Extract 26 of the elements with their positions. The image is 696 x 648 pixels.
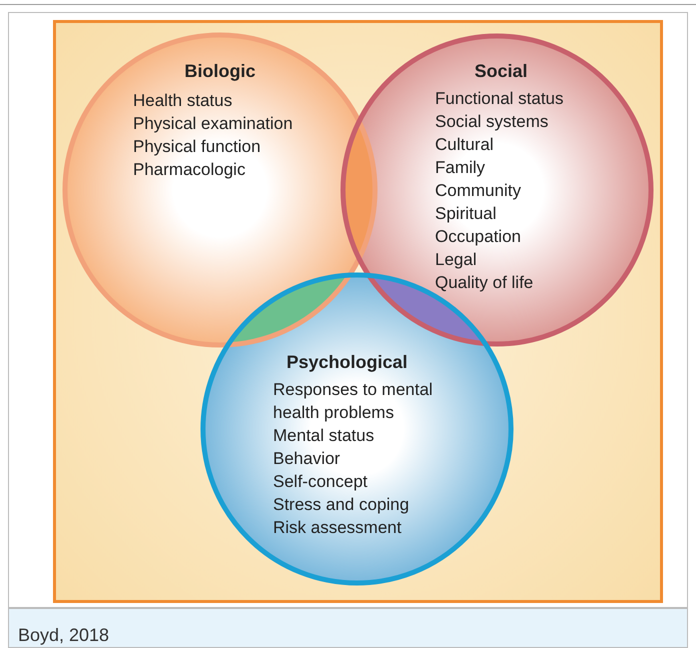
list-item: Community xyxy=(435,180,521,202)
list-item: Health status xyxy=(133,90,232,112)
list-item: Quality of life xyxy=(435,272,534,294)
venn-circle xyxy=(340,33,654,347)
circle-heading: Biologic xyxy=(184,60,256,83)
list-item: Physical function xyxy=(133,136,261,158)
list-item: Legal xyxy=(435,249,477,271)
venn-circle xyxy=(200,272,514,586)
caption: Boyd, 2018 xyxy=(18,624,110,646)
list-item: Social systems xyxy=(435,111,548,133)
list-item: Risk assessment xyxy=(273,517,402,539)
circle-heading: Social xyxy=(473,60,529,83)
list-item: Cultural xyxy=(435,134,494,156)
list-item: Family xyxy=(435,157,486,179)
list-item: Pharmacologic xyxy=(133,159,246,181)
list-item: Self-concept xyxy=(273,471,368,493)
list-item: Spiritual xyxy=(435,203,496,225)
list-item: Physical examination xyxy=(133,113,293,135)
circle-heading: Psychological xyxy=(285,351,409,374)
list-item: Functional status xyxy=(435,88,564,110)
list-item: Responses to mental health problems xyxy=(273,379,434,424)
list-item: Behavior xyxy=(273,448,340,470)
list-item: Mental status xyxy=(273,425,374,447)
list-item: Stress and coping xyxy=(273,494,410,516)
venn-circle xyxy=(62,32,378,348)
list-item: Occupation xyxy=(435,226,521,248)
